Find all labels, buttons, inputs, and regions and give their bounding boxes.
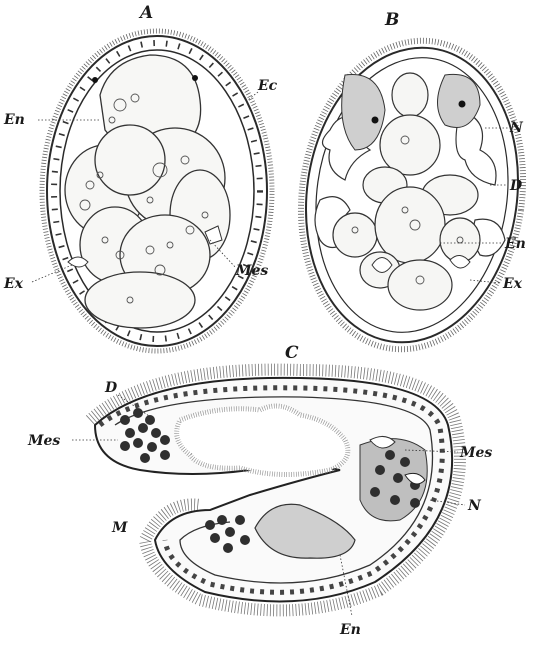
label-b-n: N <box>509 120 524 136</box>
panel-c-caption: C <box>285 343 299 363</box>
label-c-n: N <box>467 498 482 514</box>
label-c-en: En <box>339 622 361 638</box>
panel-b-eye-spot <box>372 117 379 124</box>
label-c-d: D <box>104 380 118 396</box>
panel-b-eye-spot <box>459 101 466 108</box>
label-a-mes: Mes <box>235 263 268 279</box>
panel-b-nerve-mass <box>342 74 385 150</box>
panel-c: C <box>27 343 492 638</box>
panel-a-pigment-spot <box>92 77 98 83</box>
label-c-mes-left: Mes <box>27 433 60 449</box>
label-c-mes-right: Mes <box>459 445 492 461</box>
label-a-ex: Ex <box>3 276 24 292</box>
panel-a-caption: A <box>138 3 153 23</box>
label-b-ex: Ex <box>502 276 523 292</box>
panel-a: A <box>3 3 278 351</box>
panel-b: B <box>281 10 542 364</box>
panel-a-endoderm-cells <box>65 55 230 328</box>
label-b-d: D <box>509 178 523 194</box>
label-c-m: M <box>111 520 128 536</box>
panel-b-caption: B <box>384 10 399 30</box>
label-a-en: En <box>3 112 25 128</box>
label-a-ec: Ec <box>257 78 278 94</box>
label-b-en: En <box>504 236 526 252</box>
panel-a-pigment-spot <box>192 75 198 81</box>
